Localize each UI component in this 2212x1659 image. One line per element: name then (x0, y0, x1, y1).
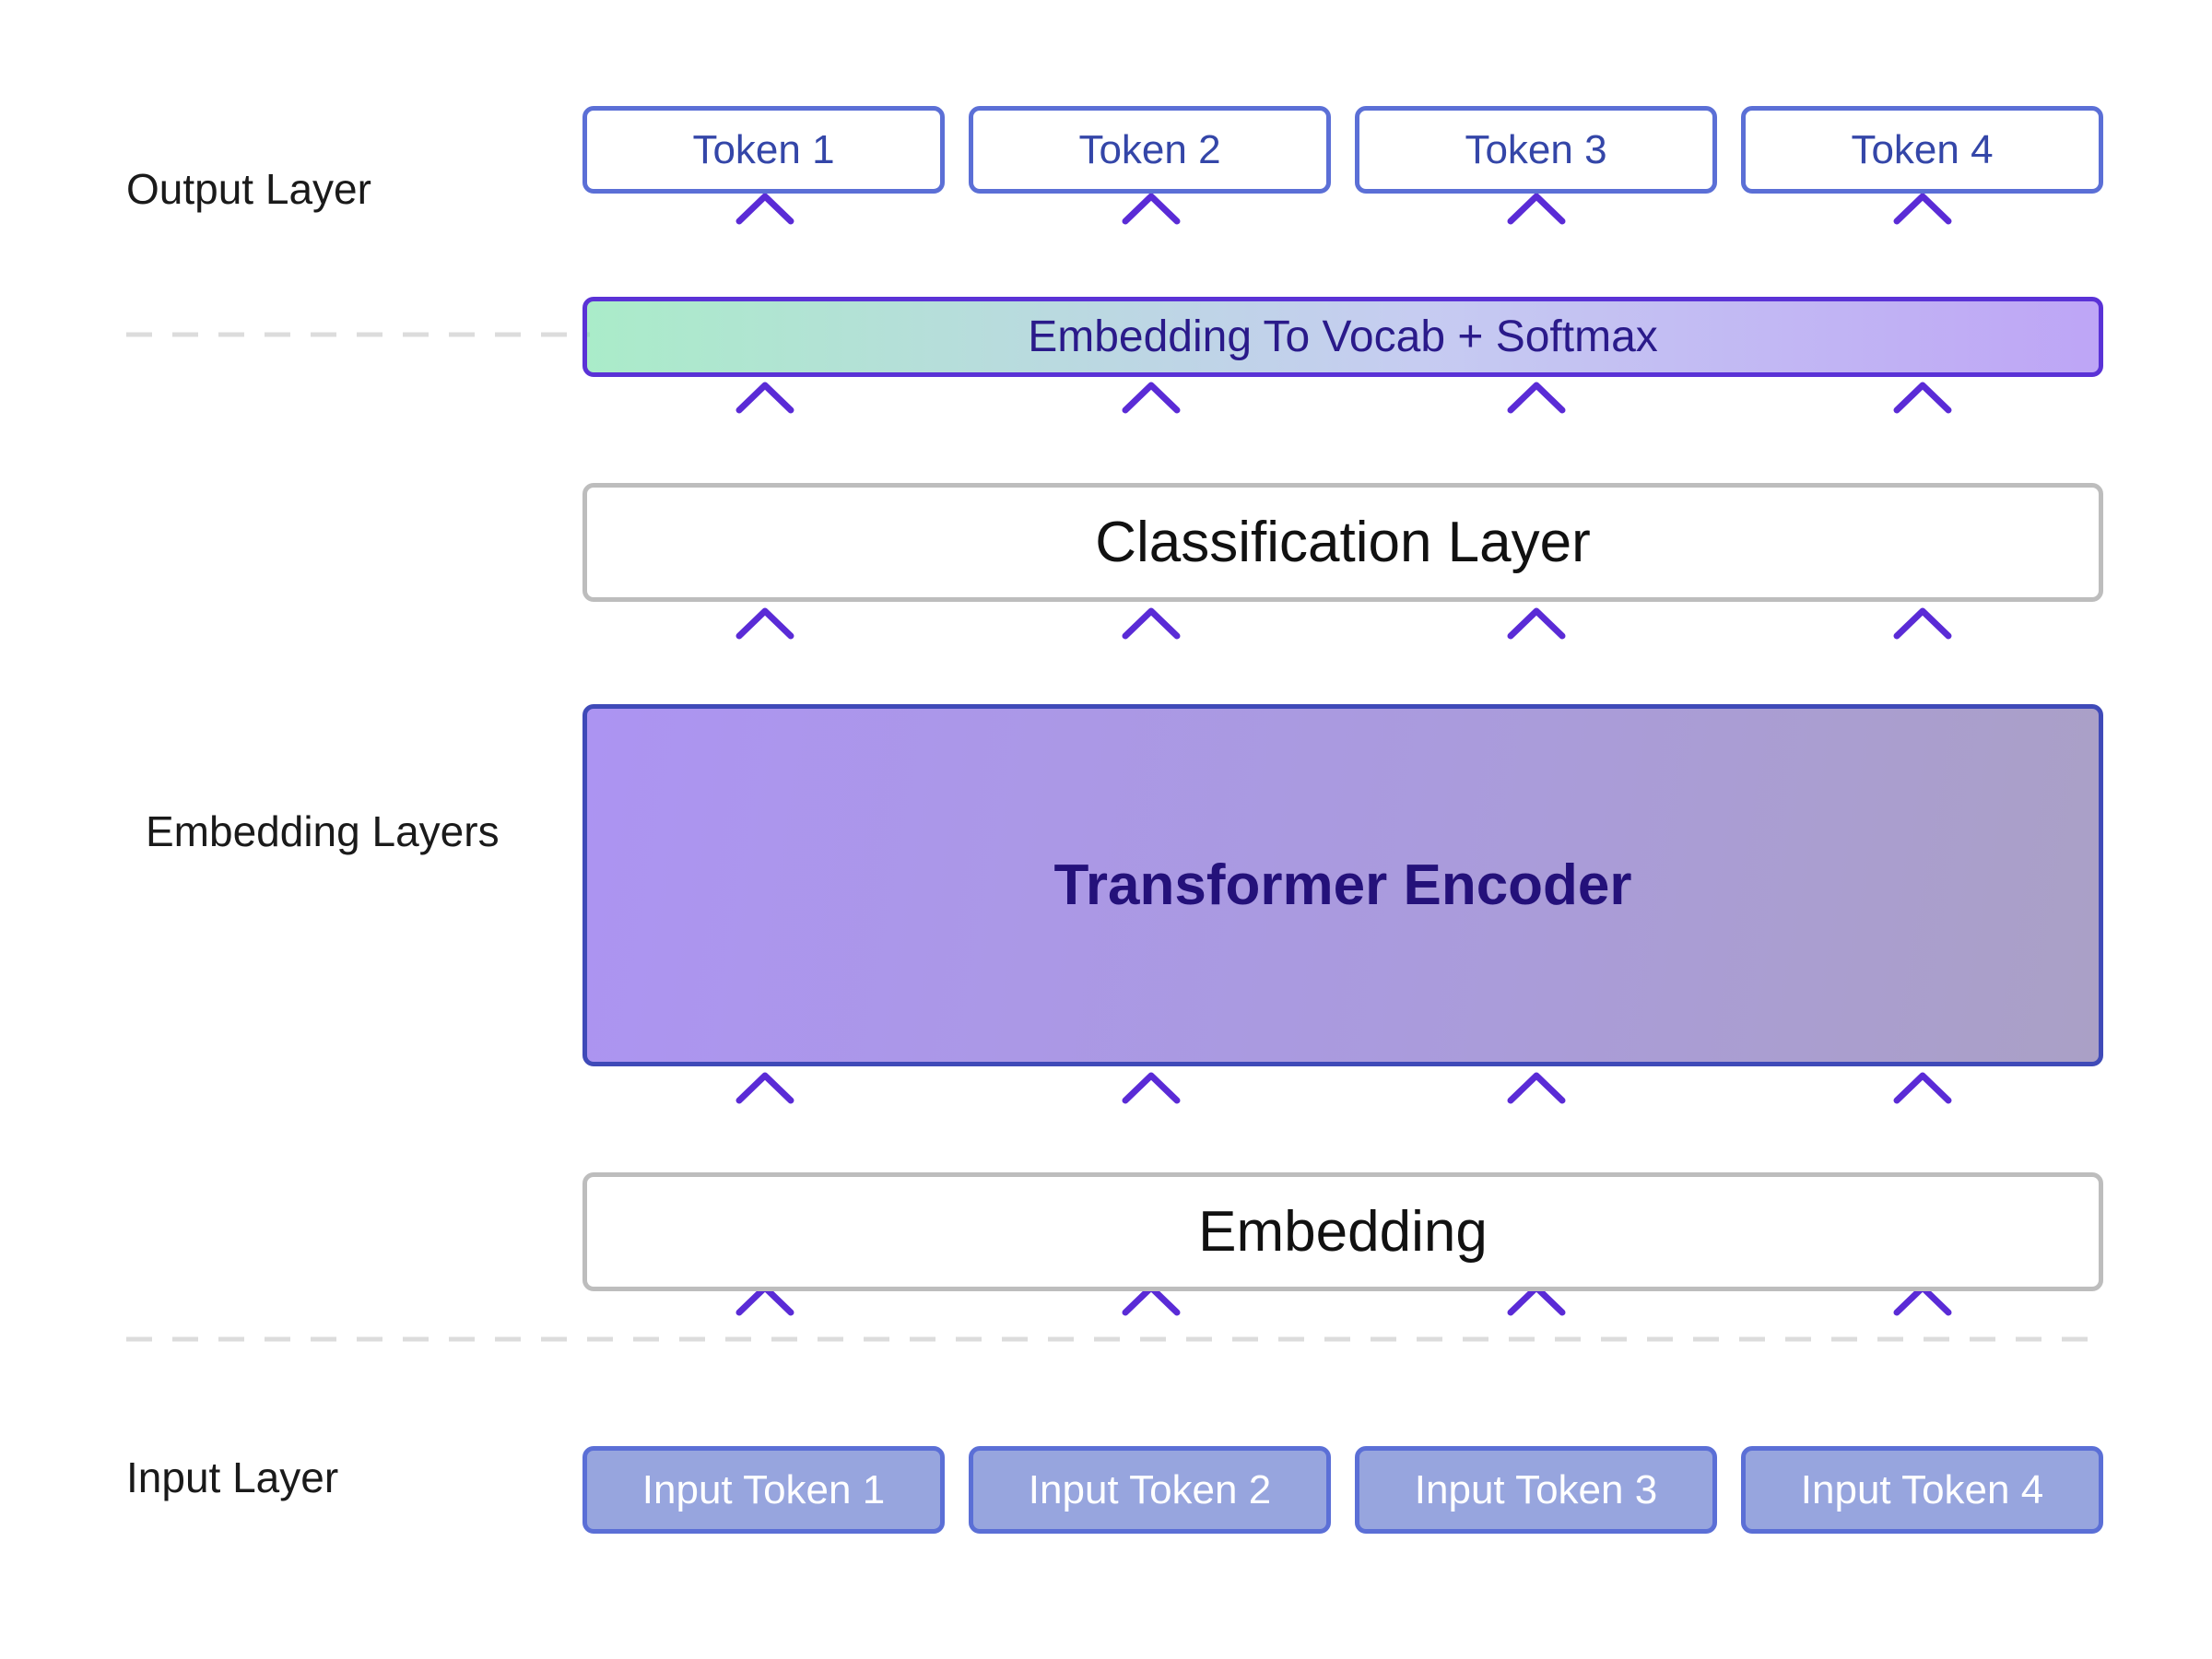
arrow-input-4 (1893, 1284, 1952, 1446)
input-token-4: Input Token 4 (1741, 1446, 2103, 1534)
arrow-softmax-3 (1507, 382, 1566, 481)
arrow-encoder-2 (1122, 1072, 1181, 1172)
output-token-1: Token 1 (582, 106, 945, 194)
arrow-input-1 (735, 1284, 794, 1446)
arrow-classification-1 (735, 607, 794, 704)
arrow-softmax-4 (1893, 382, 1952, 481)
transformer-encoder: Transformer Encoder (582, 704, 2103, 1066)
arrow-output-1 (735, 193, 794, 289)
arrow-input-2 (1122, 1284, 1181, 1446)
arrow-input-3 (1507, 1284, 1566, 1446)
softmax-layer: Embedding To Vocab + Softmax (582, 297, 2103, 377)
embedding-layer: Embedding (582, 1172, 2103, 1291)
arrow-classification-3 (1507, 607, 1566, 704)
arrow-encoder-1 (735, 1072, 794, 1172)
arrow-softmax-1 (735, 382, 794, 481)
classification-layer: Classification Layer (582, 483, 2103, 602)
arrow-output-2 (1122, 193, 1181, 289)
arrow-output-4 (1893, 193, 1952, 289)
output-layer-label: Output Layer (126, 165, 371, 213)
output-token-4: Token 4 (1741, 106, 2103, 194)
embedding-layers-label: Embedding Layers (146, 807, 500, 855)
arrow-classification-4 (1893, 607, 1952, 704)
input-token-3: Input Token 3 (1355, 1446, 1717, 1534)
arrow-classification-2 (1122, 607, 1181, 704)
input-token-2: Input Token 2 (969, 1446, 1331, 1534)
input-token-1: Input Token 1 (582, 1446, 945, 1534)
arrow-softmax-2 (1122, 382, 1181, 481)
input-layer-label: Input Layer (126, 1453, 339, 1501)
arrow-encoder-3 (1507, 1072, 1566, 1172)
output-token-3: Token 3 (1355, 106, 1717, 194)
output-token-2: Token 2 (969, 106, 1331, 194)
arrow-encoder-4 (1893, 1072, 1952, 1172)
arrow-output-3 (1507, 193, 1566, 289)
